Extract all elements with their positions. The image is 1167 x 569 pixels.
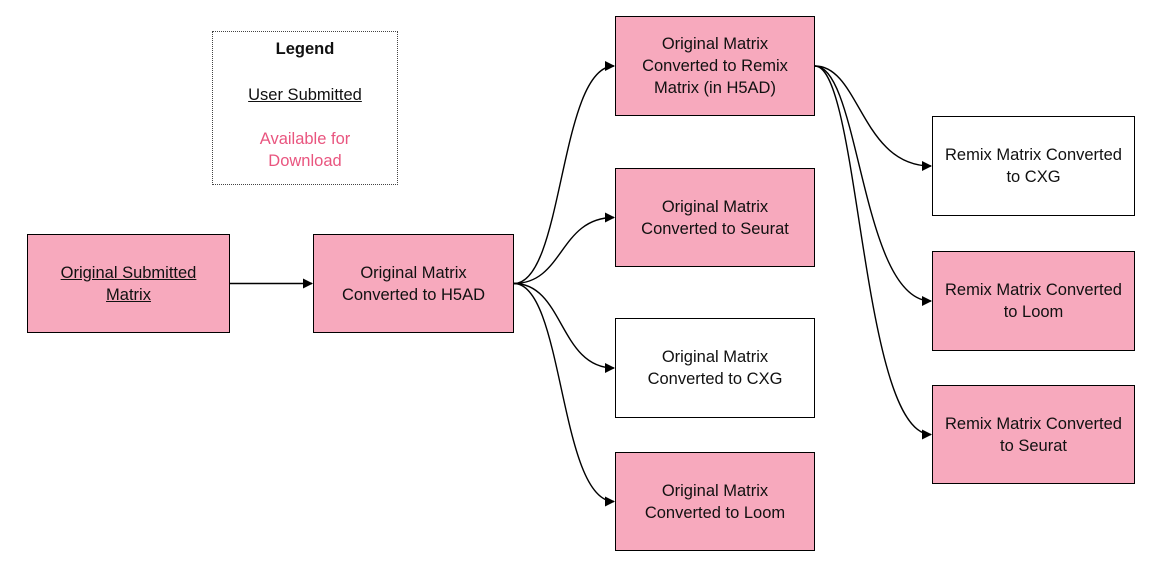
node-remix-cxg: Remix Matrix Converted to CXG xyxy=(932,116,1135,216)
edge-orig-h5ad-to-orig-seurat xyxy=(513,212,615,285)
node-label: Remix Matrix Converted to Loom xyxy=(945,281,1122,321)
edge-orig-remix-to-remix-cxg xyxy=(814,65,932,171)
edge-orig-h5ad-to-orig-loom xyxy=(513,282,615,507)
node-label: Original Submitted Matrix xyxy=(60,263,197,304)
node-label: Original Matrix Converted to Seurat xyxy=(641,197,789,238)
node-label: Remix Matrix Converted to CXG xyxy=(945,146,1122,186)
node-remix-loom: Remix Matrix Converted to Loom xyxy=(932,251,1135,351)
node-orig-h5ad: Original Matrix Converted to H5AD xyxy=(313,234,514,333)
edge-orig-remix-to-remix-seurat xyxy=(814,65,932,440)
node-label: Remix Matrix Converted to Seurat xyxy=(945,414,1122,455)
node-orig-cxg: Original Matrix Converted to CXG xyxy=(615,318,815,418)
legend-user-submitted: User Submitted xyxy=(248,86,362,104)
edge-orig-h5ad-to-orig-cxg xyxy=(513,282,615,373)
edge-orig-h5ad-to-orig-remix xyxy=(513,61,615,285)
legend-box: Legend User Submitted Available for Down… xyxy=(212,31,398,185)
node-label: Original Matrix Converted to Loom xyxy=(644,481,786,522)
node-orig-loom: Original Matrix Converted to Loom xyxy=(615,452,815,551)
node-orig-submitted: Original Submitted Matrix xyxy=(27,234,230,333)
node-label: Original Matrix Converted to Remix Matri… xyxy=(642,35,788,97)
edge-orig-remix-to-remix-loom xyxy=(814,65,932,306)
legend-title: Legend xyxy=(275,40,335,58)
node-label: Original Matrix Converted to CXG xyxy=(647,348,783,388)
node-orig-seurat: Original Matrix Converted to Seurat xyxy=(615,168,815,267)
node-orig-remix: Original Matrix Converted to Remix Matri… xyxy=(615,16,815,116)
legend-available-for-download: Available for Download xyxy=(259,130,351,170)
node-label: Original Matrix Converted to H5AD xyxy=(341,263,486,304)
node-remix-seurat: Remix Matrix Converted to Seurat xyxy=(932,385,1135,484)
